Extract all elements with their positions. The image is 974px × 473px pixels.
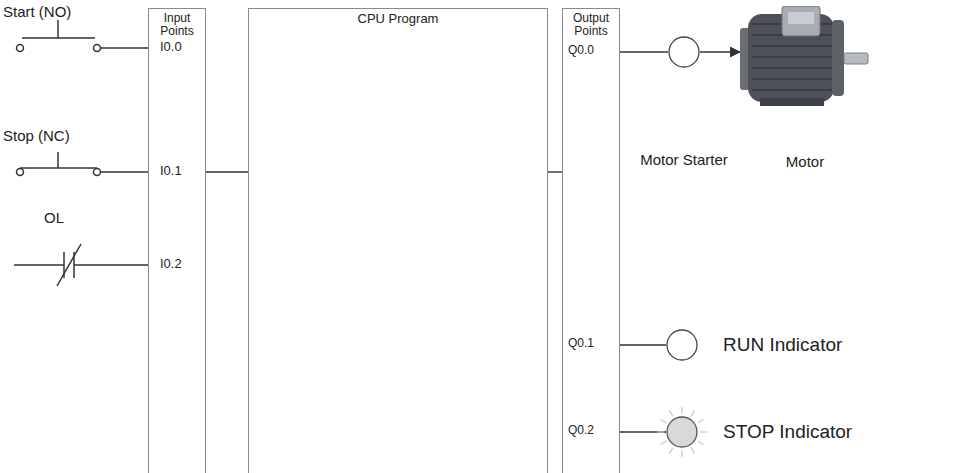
motor-picture <box>740 6 870 110</box>
signal-wire <box>620 344 666 345</box>
io-address: Q0.1 <box>568 337 594 350</box>
lamp-circle <box>666 416 698 448</box>
block-title: CPU Program <box>249 12 547 26</box>
io-block: Output Points <box>562 8 620 473</box>
node-label: Motor Starter <box>639 152 729 169</box>
block-title: Output Points <box>563 12 619 38</box>
block-title: Input Points <box>149 12 205 38</box>
io-address: I0.2 <box>160 257 182 271</box>
node-label: RUN Indicator <box>723 335 842 356</box>
io-address: I0.0 <box>160 40 182 54</box>
node-label: Motor <box>735 154 875 171</box>
drive-arrow <box>700 51 740 52</box>
node-label: STOP Indicator <box>723 422 852 443</box>
coil-circle <box>666 329 698 361</box>
io-block: Input Points <box>148 8 206 473</box>
stop-switch-symbol <box>17 152 149 176</box>
device-label: Stop (NC) <box>3 128 70 145</box>
start-switch-symbol <box>17 20 149 52</box>
device-label: OL <box>44 210 64 227</box>
device-label: Start (NO) <box>3 4 71 21</box>
signal-wire <box>620 431 666 432</box>
io-address: Q0.2 <box>568 424 594 437</box>
overload-contact-symbol <box>14 244 148 286</box>
io-block: CPU Program <box>248 8 548 473</box>
signal-wire <box>548 171 562 172</box>
indicator-lamp: STOP Indicator <box>654 404 904 460</box>
circle-node: RUN Indicator <box>664 328 894 362</box>
io-address: Q0.0 <box>568 44 594 57</box>
io-address: I0.1 <box>160 164 182 178</box>
motor-node: Motor <box>735 2 875 187</box>
signal-wire <box>206 171 248 172</box>
coil-circle <box>668 36 700 68</box>
signal-wire <box>620 51 668 52</box>
circle-node: Motor Starter <box>639 36 729 196</box>
